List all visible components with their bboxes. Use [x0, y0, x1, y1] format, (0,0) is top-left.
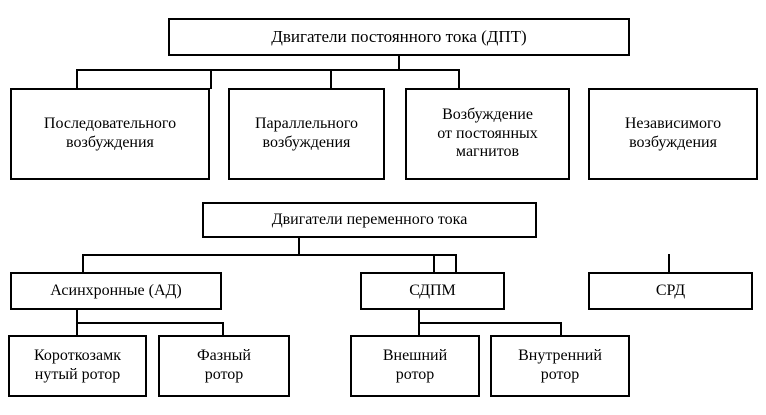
- node-inner-rotor[interactable]: Внутренний ротор: [490, 335, 630, 397]
- connector-ac-drop-3: [455, 254, 457, 274]
- connector-sdpm-stem: [418, 310, 420, 324]
- connector-async-drop-2: [222, 322, 224, 336]
- node-series-excitation[interactable]: Последовательного возбуждения: [10, 88, 210, 180]
- node-independent-excitation[interactable]: Независимого возбуждения: [588, 88, 758, 180]
- connector-ac-stem: [298, 238, 300, 256]
- connector-root-stem: [398, 56, 400, 70]
- connector-sdpm-bus: [418, 322, 562, 324]
- connector-sdpm-drop-1: [418, 322, 420, 336]
- connector-sdpm-drop-2: [560, 322, 562, 336]
- connector-async-stem: [76, 310, 78, 324]
- connector-ac-drop-4: [668, 254, 670, 274]
- connector-dc-drop-3: [330, 69, 332, 89]
- connector-dc-drop-4: [458, 69, 460, 89]
- node-srd[interactable]: СРД: [588, 272, 753, 310]
- node-wound-rotor[interactable]: Фазный ротор: [158, 335, 290, 397]
- node-squirrel-cage-rotor[interactable]: Короткозамк нутый ротор: [8, 335, 147, 397]
- connector-dc-drop-2: [210, 69, 212, 89]
- node-ac-motors-root[interactable]: Двигатели переменного тока: [202, 202, 537, 238]
- connector-ac-bus: [82, 254, 457, 256]
- connector-async-bus: [76, 322, 224, 324]
- connector-dc-drop-1: [76, 69, 78, 89]
- connector-ac-drop-2: [433, 254, 435, 274]
- node-parallel-excitation[interactable]: Параллельного возбуждения: [228, 88, 385, 180]
- connector-async-drop-1: [76, 322, 78, 336]
- node-outer-rotor[interactable]: Внешний ротор: [350, 335, 480, 397]
- connector-dc-bus: [76, 69, 460, 71]
- node-permanent-magnet-excitation[interactable]: Возбуждение от постоянных магнитов: [405, 88, 570, 180]
- node-asynchronous[interactable]: Асинхронные (АД): [10, 272, 222, 310]
- node-dc-motors-root[interactable]: Двигатели постоянного тока (ДПТ): [168, 18, 630, 56]
- connector-ac-drop-1: [82, 254, 84, 274]
- node-sdpm[interactable]: СДПМ: [360, 272, 505, 310]
